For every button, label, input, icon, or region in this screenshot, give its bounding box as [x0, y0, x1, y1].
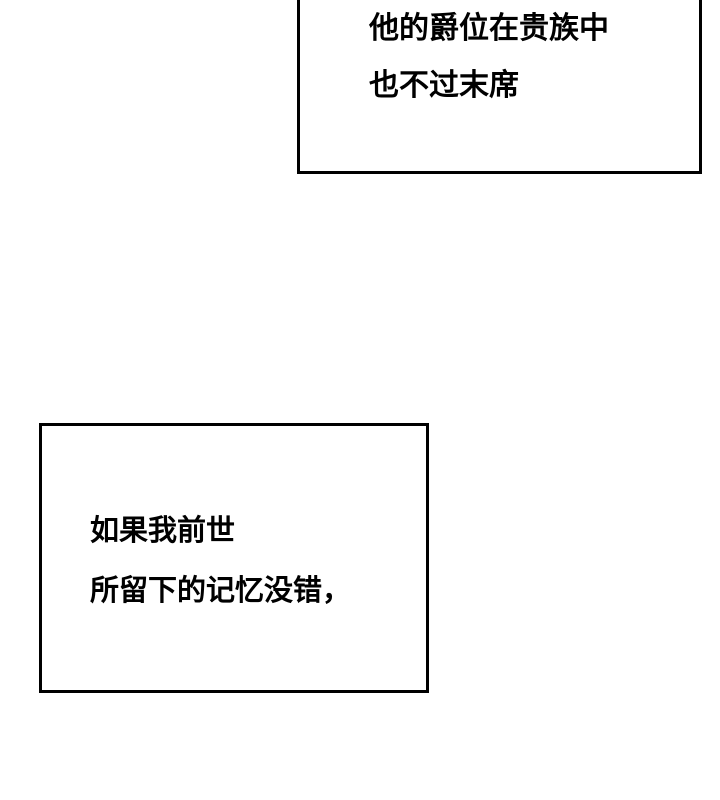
- caption-box-top: 他的爵位在贵族中 也不过末席: [297, 0, 702, 174]
- caption-box-bottom: 如果我前世 所留下的记忆没错，: [39, 423, 429, 693]
- caption-line: 他的爵位在贵族中: [369, 11, 609, 46]
- caption-line: 也不过末席: [369, 68, 519, 103]
- caption-line: 如果我前世: [90, 513, 236, 547]
- caption-line: 所留下的记忆没错，: [90, 573, 352, 607]
